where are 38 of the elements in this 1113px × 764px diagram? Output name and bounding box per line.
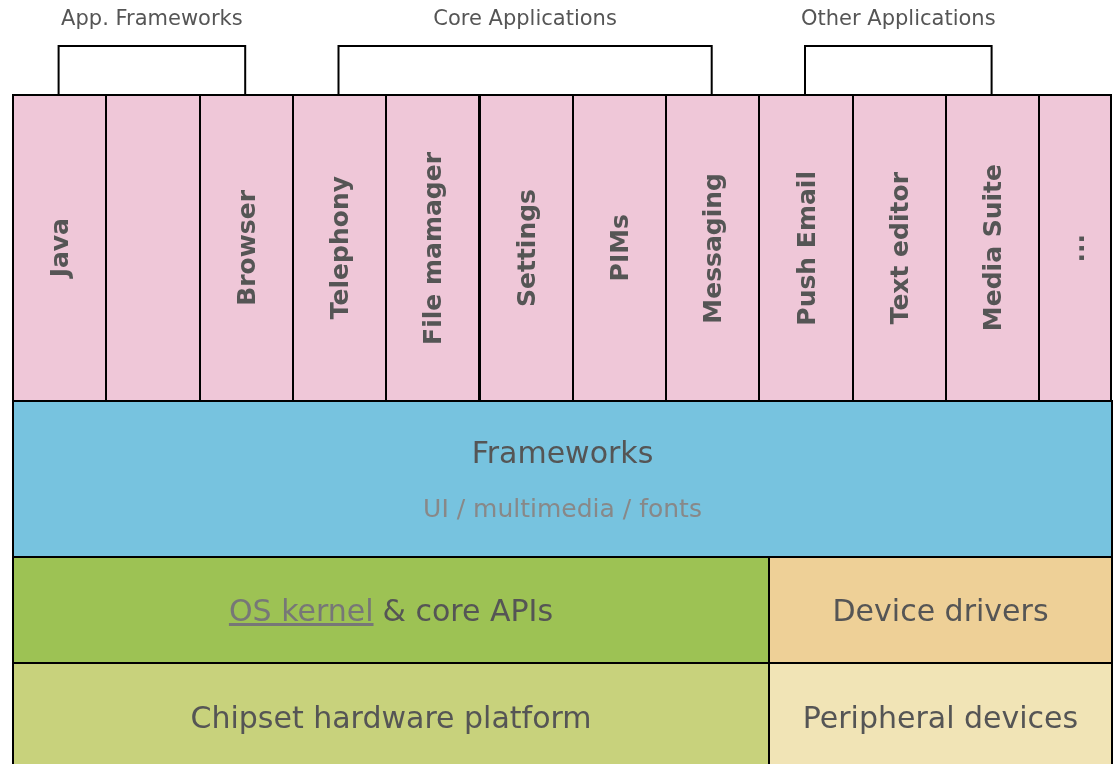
application-column <box>105 94 201 402</box>
column-label: Java <box>45 218 75 278</box>
column-label: Browser <box>231 190 261 306</box>
link: OS kernel <box>228 592 374 628</box>
column-label: File mamager <box>418 151 448 345</box>
column-label: Settings <box>511 189 541 307</box>
group-label: App. Frameworks <box>61 6 243 30</box>
column-label: Media Suite <box>978 164 1008 332</box>
layer-box <box>768 556 1113 664</box>
group-label: Core Applications <box>433 6 617 30</box>
application-column <box>12 94 108 402</box>
layer-subtitle: UI / multimedia / fonts <box>423 494 702 523</box>
application-column <box>571 94 668 402</box>
group-label: Other Applications <box>801 6 996 30</box>
column-label: Messaging <box>698 172 728 324</box>
application-column <box>945 94 1041 402</box>
application-column <box>385 94 481 402</box>
layer-box <box>768 662 1113 764</box>
application-column <box>665 94 761 402</box>
column-label: Push Email <box>791 170 821 326</box>
column-label: ... <box>1060 233 1090 263</box>
layer-box <box>12 400 1113 558</box>
layer-label: & core APIs <box>382 592 554 628</box>
layer-label: Chipset hardware platform <box>190 699 592 735</box>
layer-box <box>12 556 770 664</box>
application-column <box>291 94 388 402</box>
column-label: Telephony <box>325 176 355 320</box>
application-column <box>198 94 294 402</box>
column-label: PIMs <box>604 214 634 282</box>
layer-box <box>12 662 770 764</box>
application-column <box>478 94 574 402</box>
layer-label: Peripheral devices <box>802 699 1079 735</box>
layer-label: Frameworks <box>471 435 654 470</box>
column-label: Text editor <box>884 171 914 325</box>
application-column <box>1038 94 1112 402</box>
layer-label: Device drivers <box>832 592 1049 628</box>
application-column <box>851 94 947 402</box>
application-column <box>758 94 854 402</box>
